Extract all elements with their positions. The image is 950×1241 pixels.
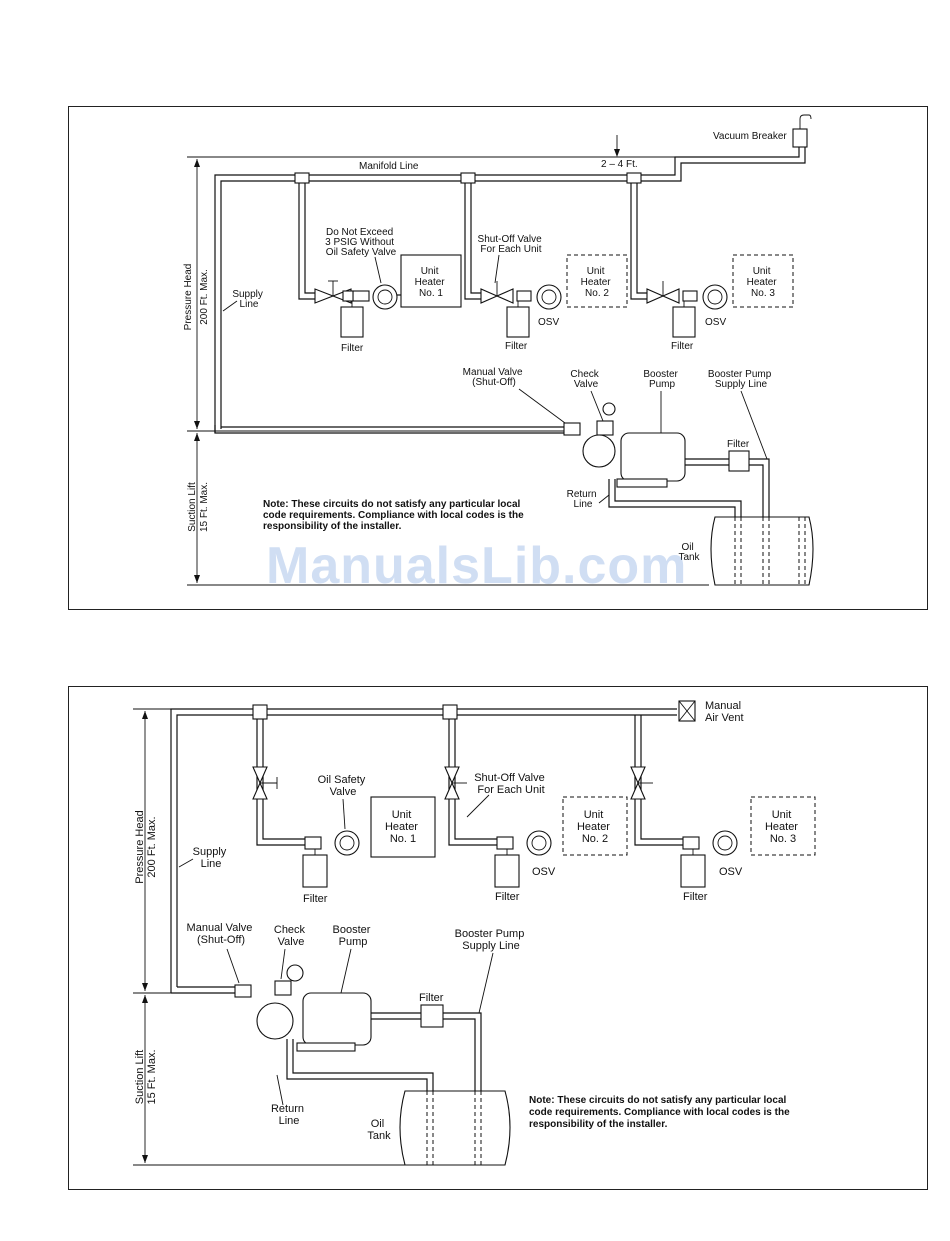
supply-pipe xyxy=(170,708,677,994)
supply-line-label: Supply Line xyxy=(232,289,265,310)
pressure-head-max-label: 200 Ft. Max. xyxy=(146,816,158,877)
heater-3-label: Unit Heater No. 3 xyxy=(765,809,801,845)
manifold-tees xyxy=(294,172,642,184)
vacuum-breaker xyxy=(792,114,812,148)
booster-pump-label: Booster Pump xyxy=(643,369,680,390)
suction-lift-max-label: 15 Ft. Max. xyxy=(199,482,210,532)
filter-booster-label: Filter xyxy=(419,992,444,1004)
suction-lift-max-label: 15 Ft. Max. xyxy=(146,1049,158,1104)
diagram-panel-2: Pressure Head 200 Ft. Max. Suction Lift … xyxy=(68,686,928,1190)
dimension-2-4-label: 2 – 4 Ft. xyxy=(601,159,638,170)
manifold-tees xyxy=(252,704,458,720)
supply-line-label: Supply Line xyxy=(193,846,230,870)
svg-text:Pressure Head: Pressure Head xyxy=(183,264,194,331)
osv-label-2: OSV xyxy=(538,317,559,328)
svg-text:200 Ft. Max.: 200 Ft. Max. xyxy=(199,269,210,325)
diagram-panel-1: Pressure Head 200 Ft. Max. Suction Lift … xyxy=(68,106,928,610)
manual-air-vent-label: Manual Air Vent xyxy=(705,700,744,724)
booster-pump-label: Booster Pump xyxy=(333,924,374,948)
pressure-head-label: Pressure Head xyxy=(183,264,194,331)
svg-text:Suction Lift: Suction Lift xyxy=(187,482,198,532)
branch-1 xyxy=(252,766,436,888)
manifold-line-label: Manifold Line xyxy=(359,161,419,172)
heater-3-label: Unit Heater No. 3 xyxy=(747,266,780,299)
branch-3 xyxy=(646,254,794,338)
return-line-label: Return Line xyxy=(567,489,600,510)
branch-pipes xyxy=(298,183,647,300)
heater-1-label: Unit Heater No. 1 xyxy=(385,809,421,845)
pressure-head-label: Pressure Head xyxy=(134,810,146,883)
oil-tank xyxy=(399,1090,511,1166)
svg-text:Suction Lift: Suction Lift xyxy=(134,1050,146,1104)
suction-lift-label: Suction Lift xyxy=(187,482,198,532)
filter-booster-label: Filter xyxy=(727,439,750,450)
heater-1-label: Unit Heater No. 1 xyxy=(415,266,448,299)
piping-diagram-2: Pressure Head 200 Ft. Max. Suction Lift … xyxy=(133,700,816,1166)
branch-pipes xyxy=(256,715,683,846)
code-compliance-note: Note: These circuits do not satisfy any … xyxy=(263,499,526,532)
booster-pump xyxy=(234,964,372,1052)
svg-text:Pressure Head: Pressure Head xyxy=(134,810,146,883)
heater-2-label: Unit Heater No. 2 xyxy=(577,809,613,845)
booster-supply-label: Booster Pump Supply Line xyxy=(708,369,774,390)
shutoff-valve-note: Shut-Off Valve For Each Unit xyxy=(478,234,545,255)
filter-label-3: Filter xyxy=(671,341,694,352)
osv-label-2: OSV xyxy=(532,866,556,878)
suction-lift-label: Suction Lift xyxy=(134,1050,146,1104)
heater-2-label: Unit Heater No. 2 xyxy=(581,266,614,299)
filter-booster xyxy=(728,450,750,472)
pressure-head-max-label: 200 Ft. Max. xyxy=(199,269,210,325)
code-compliance-note: Note: These circuits do not satisfy any … xyxy=(529,1095,792,1130)
filter-booster xyxy=(420,1004,444,1028)
oil-tank-label: Oil Tank xyxy=(678,542,700,563)
filter-label-1: Filter xyxy=(341,343,364,354)
watermark: ManualsLib.com xyxy=(266,537,688,595)
oil-tank-label: Oil Tank xyxy=(367,1118,391,1142)
vacuum-breaker-label: Vacuum Breaker xyxy=(713,131,787,142)
supply-pipe xyxy=(214,137,806,434)
do-not-exceed-note: Do Not Exceed 3 PSIG Without Oil Safety … xyxy=(325,227,397,258)
branch-2 xyxy=(444,766,628,888)
check-valve-label: Check Valve xyxy=(570,369,601,390)
branch-3 xyxy=(630,766,816,888)
manual-valve-label: Manual Valve (Shut-Off) xyxy=(463,367,526,388)
branch-1 xyxy=(314,254,462,338)
svg-text:200 Ft. Max.: 200 Ft. Max. xyxy=(146,816,158,877)
filter-label-2: Filter xyxy=(495,891,520,903)
check-valve-label: Check Valve xyxy=(274,924,308,948)
manual-air-vent xyxy=(678,700,696,722)
booster-pump xyxy=(563,402,686,488)
booster-supply-label: Booster Pump Supply Line xyxy=(455,928,528,952)
piping-diagram-1: Pressure Head 200 Ft. Max. Suction Lift … xyxy=(183,114,814,586)
oil-tank xyxy=(710,516,814,586)
oil-safety-valve-label: Oil Safety Valve xyxy=(318,774,369,798)
osv-label-3: OSV xyxy=(705,317,726,328)
branch-2 xyxy=(480,254,628,338)
manual-valve-label: Manual Valve (Shut-Off) xyxy=(187,922,256,946)
filter-label-1: Filter xyxy=(303,893,328,905)
osv-label-3: OSV xyxy=(719,866,743,878)
svg-text:15 Ft. Max.: 15 Ft. Max. xyxy=(146,1049,158,1104)
shutoff-valve-note: Shut-Off Valve For Each Unit xyxy=(474,772,548,796)
svg-text:15 Ft. Max.: 15 Ft. Max. xyxy=(199,482,210,532)
filter-label-3: Filter xyxy=(683,891,708,903)
filter-label-2: Filter xyxy=(505,341,528,352)
return-line-label: Return Line xyxy=(271,1103,307,1127)
